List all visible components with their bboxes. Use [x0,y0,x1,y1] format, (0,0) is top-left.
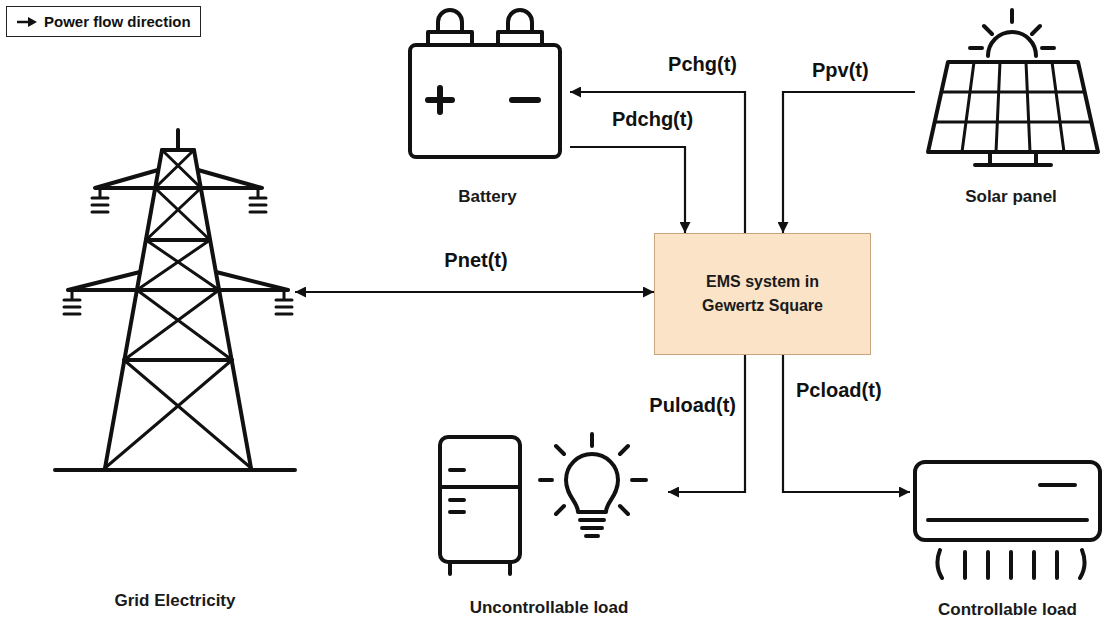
tower-lattice [105,150,251,468]
flow-label: Pnet(t) [444,248,507,272]
ac-body [915,462,1100,540]
solar-panel-icon [928,10,1098,165]
node-label: Battery [458,187,517,207]
solar-panel-node: Solar panel [915,5,1107,207]
battery-body [410,45,560,157]
legend-label: Power flow direction [44,12,191,31]
bulb-base-and-rays [540,434,646,536]
flow-label: Pchg(t) [668,52,737,76]
transmission-tower-icon [55,130,295,470]
controllable-load-node: Controllable load [910,455,1105,620]
power-flow-arrow [295,291,654,293]
power-flow-arrow [783,355,910,492]
arrow-swatch-head [28,17,37,27]
battery-node: Battery [405,12,570,207]
flow-label: Pcload(t) [796,378,882,402]
uncontrollable-load-icon [440,434,646,574]
ac-details [928,485,1087,578]
ems-box: EMS system in Gewertz Square [654,233,871,355]
panel-grid [935,62,1092,152]
battery-icon [410,10,560,157]
node-label: EMS system in Gewertz Square [683,270,842,318]
panel-frame [928,62,1098,152]
tower-braces [124,150,232,360]
grid-node: Grid Electricity [55,125,295,611]
bulb-glass [566,454,618,512]
power-flow-arrow [668,355,745,492]
flow-label: Pdchg(t) [612,107,693,131]
power-flow-arrow [783,92,915,233]
fridge-details [440,470,520,574]
sun-symbol [970,10,1054,56]
battery-signs [428,88,538,112]
tower-insulators [64,188,292,314]
battery-terminals [428,10,542,45]
node-label: Uncontrollable load [470,598,629,618]
ground-line [55,468,295,472]
node-label: Solar panel [965,187,1057,207]
node-label: Controllable load [938,600,1077,620]
air-conditioner-icon [915,462,1100,578]
flow-label: Ppv(t) [812,58,869,82]
legend-item: Power flow direction [16,12,191,31]
node-label: Grid Electricity [115,591,236,611]
flow-label: Puload(t) [649,393,736,417]
legend-box: Power flow direction [6,6,201,37]
panel-stand [975,152,1051,165]
power-flow-arrow [570,92,745,233]
uncontrollable-load-node: Uncontrollable load [430,430,668,618]
arrow-swatch [16,16,38,28]
power-flow-arrow [570,147,685,233]
